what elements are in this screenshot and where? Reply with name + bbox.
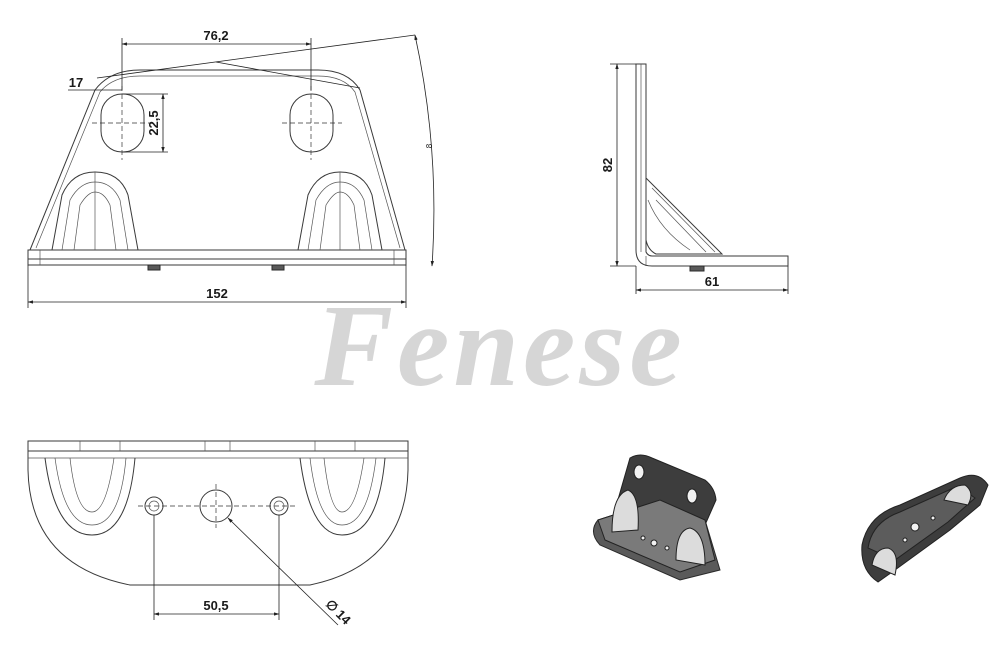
top-view-dimensions: 50,5 ∅ 14	[153, 515, 354, 628]
front-view	[27, 69, 407, 271]
isometric-view-bottom	[861, 474, 989, 583]
side-view-dimensions: 82 61	[600, 63, 789, 294]
dim-diameter: 14	[333, 607, 354, 628]
front-view-dimensions: 76,2 17 22,5 8 152	[27, 28, 435, 308]
top-view	[27, 440, 409, 586]
watermark: Fenese	[313, 280, 685, 411]
dim-height: 82	[600, 158, 615, 172]
dim-angle: 8	[425, 143, 434, 148]
slot-left	[100, 93, 145, 153]
dim-slot-height: 22,5	[146, 110, 161, 135]
dim-overall-width: 152	[206, 286, 228, 301]
dim-hole-spacing: 76,2	[203, 28, 228, 43]
isometric-view-front	[593, 454, 721, 581]
side-view	[635, 63, 789, 272]
hole-center	[199, 489, 233, 523]
dim-depth: 61	[705, 274, 719, 289]
dim-edge-offset: 17	[69, 75, 83, 90]
dim-bottom-hole-spacing: 50,5	[203, 598, 228, 613]
